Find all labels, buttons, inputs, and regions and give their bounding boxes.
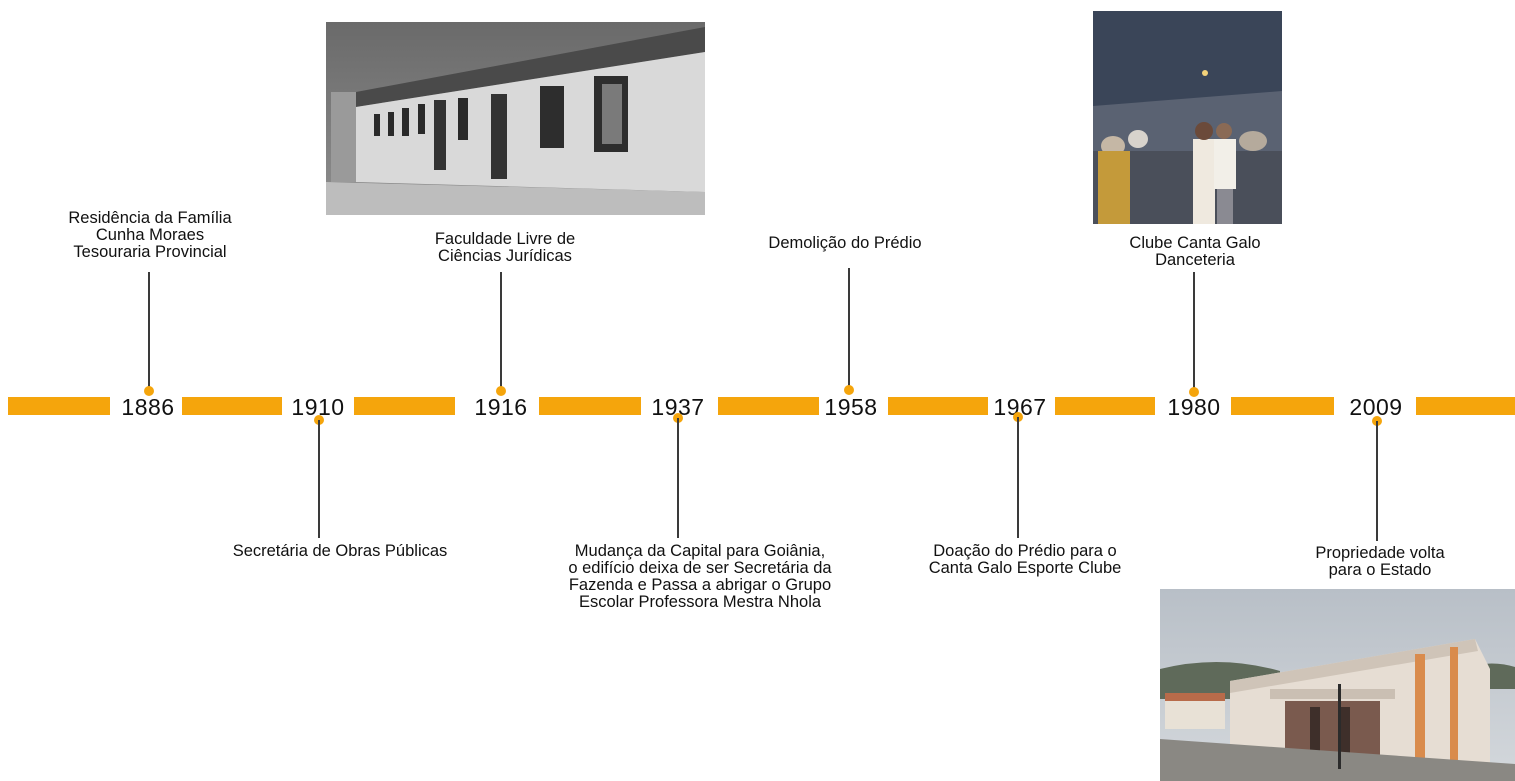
- event-label-line: Danceteria: [1155, 251, 1235, 269]
- stem-1910: [318, 420, 320, 538]
- event-label-line: Fazenda e Passa a abrigar o Grupo: [568, 576, 832, 594]
- event-label-line: Ciências Jurídicas: [438, 247, 572, 265]
- stem-1967: [1017, 417, 1019, 538]
- current-building-photo: [1160, 589, 1515, 781]
- marker-dot-1916: [496, 386, 506, 396]
- stem-1958: [848, 268, 850, 390]
- event-label-1967: Doação do Prédio para o Canta Galo Espor…: [895, 543, 1155, 577]
- event-label-line: para o Estado: [1328, 561, 1432, 579]
- year-label-2009: 2009: [1349, 394, 1403, 420]
- event-label-line: Mudança da Capital para Goiânia,: [574, 542, 826, 560]
- event-label-2009: Propriedade volta para o Estado: [1280, 545, 1480, 579]
- stem-1980: [1193, 272, 1195, 390]
- event-label-line: o edifício deixa de ser Secretária da: [568, 559, 832, 577]
- year-label-1958: 1958: [824, 394, 878, 420]
- event-label-line: Secretária de Obras Públicas: [232, 542, 448, 560]
- event-label-line: Clube Canta Galo: [1129, 234, 1261, 252]
- stem-1937: [677, 418, 679, 538]
- timeline-bar-segment: [182, 397, 282, 415]
- timeline-bar-segment: [718, 397, 819, 415]
- event-label-line: Escolar Professora Mestra Nhola: [578, 593, 822, 611]
- year-label-1916: 1916: [474, 394, 528, 420]
- timeline-bar-segment: [1416, 397, 1515, 415]
- event-label-1916: Faculdade Livre de Ciências Jurídicas: [400, 231, 610, 265]
- stem-1886: [148, 272, 150, 390]
- timeline-bar-segment: [1231, 397, 1334, 415]
- event-label-line: Doação do Prédio para o: [933, 542, 1117, 560]
- timeline-bar-segment: [1055, 397, 1155, 415]
- event-label-1886: Residência da Família Cunha Moraes Tesou…: [50, 210, 250, 261]
- marker-dot-1980: [1189, 387, 1199, 397]
- event-label-line: Demolição do Prédio: [768, 234, 922, 252]
- timeline-bar-segment: [8, 397, 110, 415]
- year-label-1886: 1886: [121, 394, 175, 420]
- event-label-1910: Secretária de Obras Públicas: [190, 543, 490, 560]
- event-label-line: Residência da Família: [68, 209, 232, 227]
- event-label-1980: Clube Canta Galo Danceteria: [1095, 235, 1295, 269]
- event-label-line: Tesouraria Provincial: [73, 243, 227, 261]
- year-label-1980: 1980: [1167, 394, 1221, 420]
- marker-dot-1958: [844, 385, 854, 395]
- historic-building-photo: [326, 22, 705, 215]
- event-label-line: Canta Galo Esporte Clube: [928, 559, 1122, 577]
- dance-club-photo: [1093, 11, 1282, 224]
- event-label-line: Faculdade Livre de: [434, 230, 576, 248]
- event-label-1937: Mudança da Capital para Goiânia, o edifí…: [520, 543, 880, 611]
- stem-1916: [500, 272, 502, 390]
- timeline-bar-segment: [539, 397, 641, 415]
- marker-dot-1886: [144, 386, 154, 396]
- event-label-line: Propriedade volta: [1315, 544, 1445, 562]
- timeline-bar-segment: [888, 397, 988, 415]
- event-label-1958: Demolição do Prédio: [735, 235, 955, 252]
- stem-2009: [1376, 421, 1378, 541]
- timeline-bar-segment: [354, 397, 455, 415]
- event-label-line: Cunha Moraes: [95, 226, 205, 244]
